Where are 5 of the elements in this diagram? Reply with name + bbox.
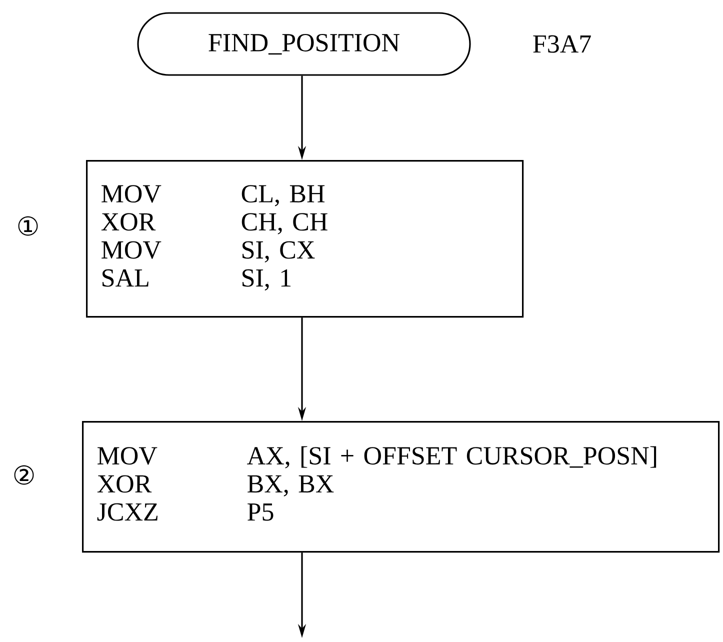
callout-number: ②: [14, 465, 34, 485]
process-box: MOV AX, [SI + OFFSET CURSOR_POSN] XOR BX, BX JCXZ P5: [82, 421, 720, 553]
callout-number: ①: [18, 216, 38, 236]
address-label: F3A7: [533, 35, 591, 53]
process-box: MOV CL, BH XOR CH, CH MOV SI, CX SAL SI, 1: [86, 160, 524, 318]
